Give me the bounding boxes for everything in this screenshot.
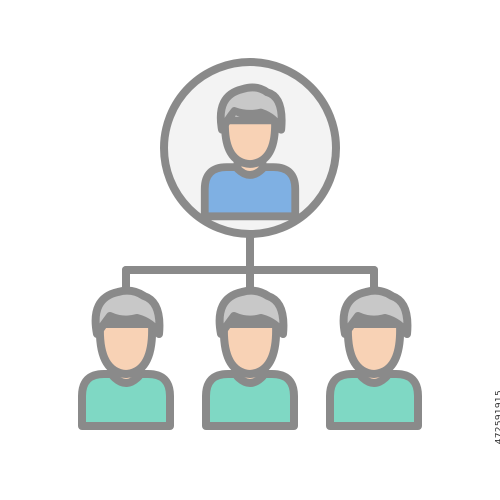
- hierarchy-connector-lines: [122, 218, 378, 300]
- stock-image-id: 472591915: [494, 390, 500, 445]
- member-person-left-icon: [78, 286, 174, 430]
- member-person-right-icon: [326, 286, 422, 430]
- leader-person-icon: [200, 83, 300, 221]
- member-person-center-icon: [202, 286, 298, 430]
